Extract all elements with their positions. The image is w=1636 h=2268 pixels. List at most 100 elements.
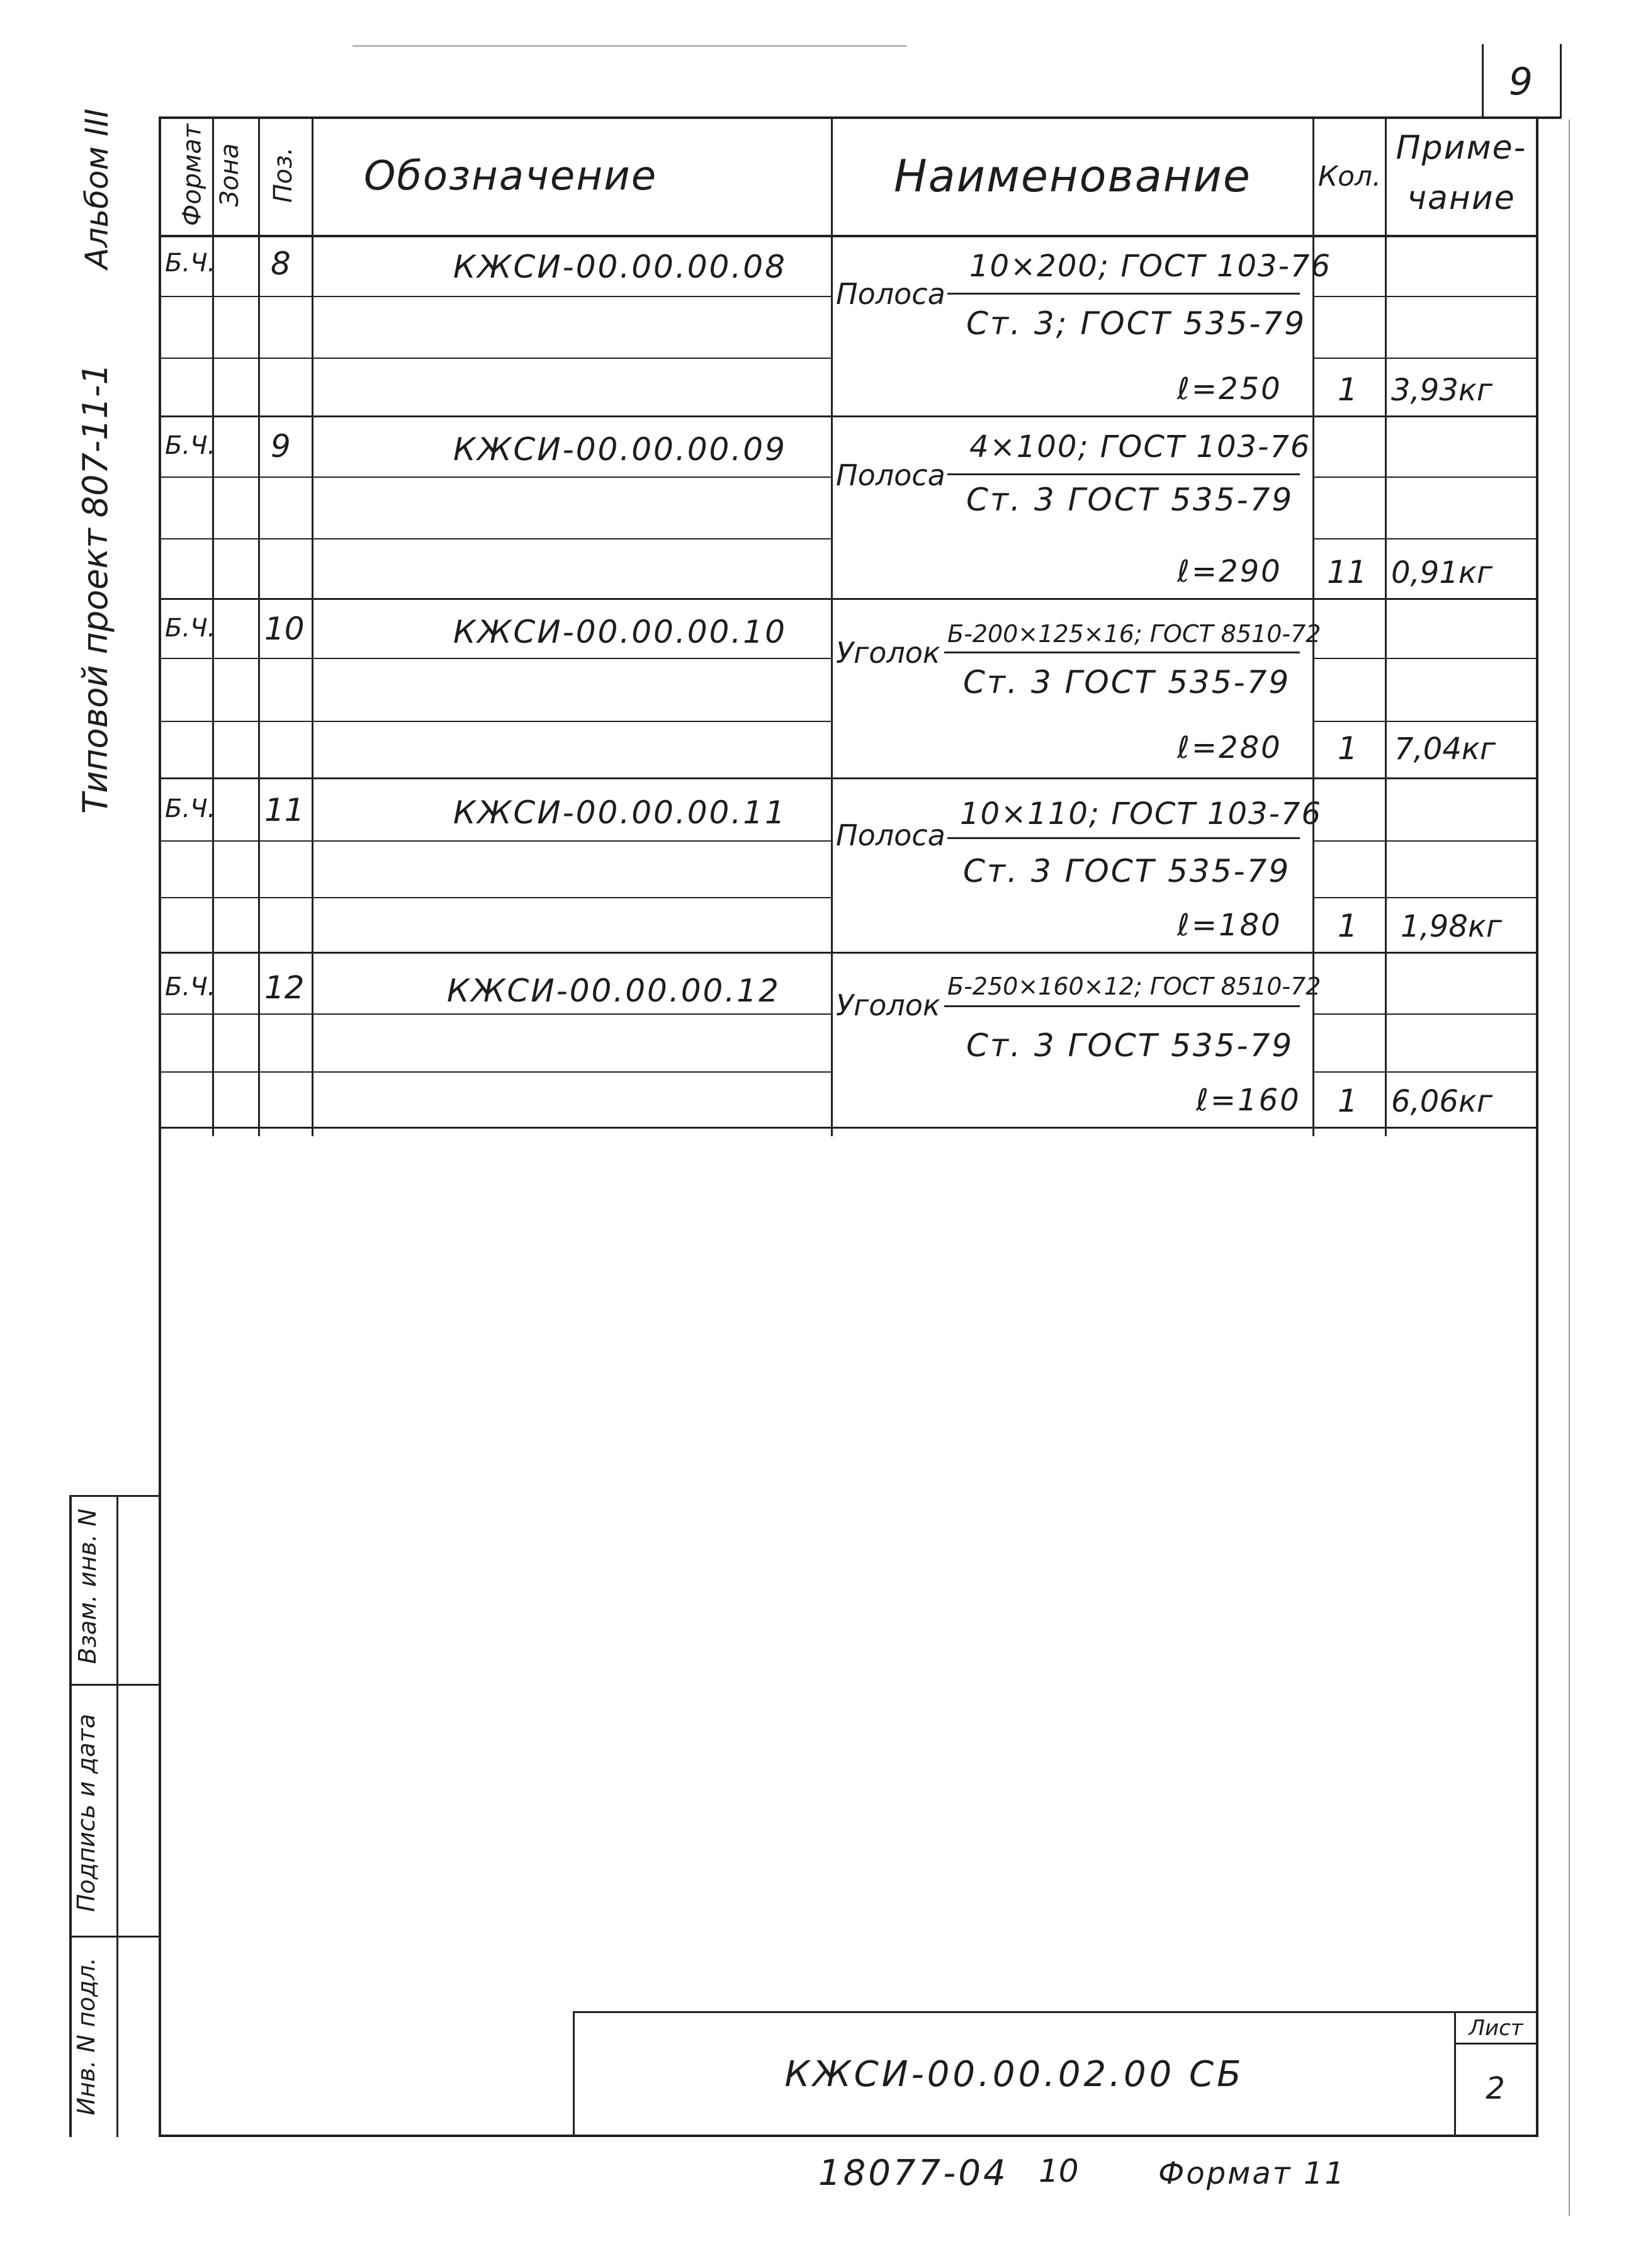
row1-sub2-right [1314, 358, 1536, 359]
row2-sub1-right [1314, 477, 1536, 478]
scan-edge [1569, 120, 1570, 2216]
header-zone: Зона [215, 143, 244, 207]
row1-length: ℓ=250 [1177, 371, 1282, 407]
row5-length: ℓ=160 [1196, 1083, 1301, 1118]
header-note-1: Приме- [1396, 129, 1527, 167]
row2-note: 0,91кг [1391, 555, 1493, 590]
col-line-name [1312, 116, 1314, 1136]
col-line-qty [1385, 116, 1387, 1136]
row3-bottom [161, 777, 1537, 779]
top-faint-line [353, 45, 906, 47]
row4-pos: 11 [264, 792, 305, 828]
row1-note: 3,93кг [1391, 373, 1493, 408]
row2-spec-line [947, 473, 1300, 475]
stamp-left-edge [69, 1495, 72, 2137]
row3-sub1-left [161, 658, 832, 659]
row2-spec-bottom: Ст. 3 ГОСТ 535-79 [966, 482, 1294, 518]
row2-designation: КЖСИ-00.00.00.09 [453, 431, 787, 468]
frame-right [1536, 116, 1538, 2137]
row5-spec-line [944, 1005, 1300, 1007]
page-number-box-right [1560, 44, 1562, 118]
sheet-index: 10 [1039, 2153, 1079, 2189]
row4-bottom [161, 952, 1537, 954]
row4-spec-line [947, 837, 1300, 839]
row1-spec-bottom: Ст. 3; ГОСТ 535-79 [966, 305, 1307, 342]
row1-sub1-right [1314, 296, 1536, 297]
header-name: Наименование [894, 150, 1251, 202]
row1-sub2-left [161, 358, 832, 359]
row5-pos: 12 [264, 969, 305, 1006]
row5-sub1-left [161, 1013, 832, 1015]
stamp-signature-date: Подпись и дата [72, 1713, 100, 1912]
row3-designation: КЖСИ-00.00.00.10 [453, 614, 787, 650]
col-line-format [212, 116, 214, 1136]
row2-format: Б.Ч. [165, 431, 216, 460]
row3-length: ℓ=280 [1177, 730, 1282, 765]
row3-pos: 10 [264, 611, 305, 647]
title-block-sheet-divider [1454, 2011, 1456, 2137]
row1-spec-line [947, 293, 1300, 295]
row3-sub1-right [1314, 658, 1536, 659]
col-line-pos [312, 116, 313, 1136]
stamp-inv-original: Инв. N подл. [72, 1957, 100, 2116]
frame-bottom [159, 2135, 1538, 2137]
row5-qty: 1 [1338, 1083, 1358, 1119]
row1-sub1-left [161, 296, 832, 297]
row4-note: 1,98кг [1401, 909, 1503, 944]
row3-note: 7,04кг [1394, 731, 1496, 767]
stamp-sep-2 [69, 1936, 161, 1938]
page-number: 9 [1508, 60, 1535, 104]
stamp-sep-1 [69, 1684, 161, 1686]
row3-spec-top: Б-200×125×16; ГОСТ 8510-72 [947, 620, 1321, 648]
row4-designation: КЖСИ-00.00.00.11 [453, 794, 787, 831]
header-note-2: чание [1407, 179, 1516, 217]
row1-bottom [161, 415, 1537, 417]
title-block-top [573, 2011, 1538, 2013]
header-bottom [159, 235, 1537, 237]
row3-sub2-left [161, 721, 832, 722]
row3-name-prefix: Уголок [836, 636, 940, 670]
row5-note: 6,06кг [1391, 1084, 1493, 1119]
row4-sub2-right [1314, 897, 1536, 898]
project-label: Типовой проект 807-11-1 [76, 363, 115, 814]
sheet-label: Лист [1469, 2015, 1523, 2041]
row4-sub1-right [1314, 840, 1536, 842]
row3-spec-line [944, 652, 1300, 653]
row5-format: Б.Ч. [165, 973, 216, 1001]
row4-length: ℓ=180 [1177, 908, 1282, 943]
row5-sub2-left [161, 1071, 832, 1073]
header-designation: Обозначение [364, 153, 658, 200]
row2-length: ℓ=290 [1177, 554, 1282, 589]
row2-qty: 11 [1327, 554, 1367, 590]
stamp-top [69, 1495, 161, 1497]
header-qty: Кол. [1317, 160, 1382, 193]
row2-spec-top: 4×100; ГОСТ 103-76 [969, 429, 1311, 465]
stamp-divider [116, 1495, 118, 2137]
frame-left [159, 116, 161, 2137]
col-line-designation [831, 116, 833, 1136]
title-block-left [573, 2011, 575, 2137]
row3-format: Б.Ч. [165, 614, 216, 643]
row1-name-prefix: Полоса [836, 277, 945, 311]
row1-qty: 1 [1338, 371, 1358, 408]
row4-sub1-left [161, 840, 832, 842]
row2-sub2-left [161, 538, 832, 539]
row1-format: Б.Ч. [165, 249, 216, 278]
archive-number: 18077-04 [818, 2153, 1008, 2194]
sheet-number: 2 [1486, 2070, 1506, 2106]
frame-top [159, 116, 1561, 119]
format-label: Формат 11 [1158, 2156, 1346, 2191]
row2-pos: 9 [271, 428, 291, 465]
page-number-box-left [1482, 44, 1484, 118]
row3-spec-bottom: Ст. 3 ГОСТ 535-79 [963, 664, 1291, 701]
row4-format: Б.Ч. [165, 794, 216, 823]
row5-sub2-right [1314, 1071, 1536, 1073]
row4-name-prefix: Полоса [836, 818, 945, 852]
doc-code: КЖСИ-00.00.02.00 СБ [784, 2053, 1244, 2095]
header-pos: Поз. [269, 147, 298, 203]
title-block-sheet-line [1454, 2043, 1537, 2045]
row4-qty: 1 [1338, 908, 1358, 944]
row5-designation: КЖСИ-00.00.00.12 [447, 973, 781, 1009]
row5-sub1-right [1314, 1013, 1536, 1015]
